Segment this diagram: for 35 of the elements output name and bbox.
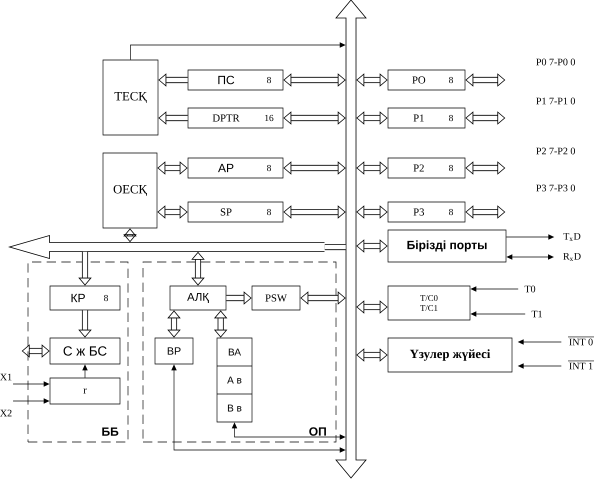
register-box: P2 8 (388, 158, 466, 178)
signal-label: P3 7-P3 0 (536, 184, 576, 192)
register-box: DPTR 16 (188, 108, 284, 128)
process-box: Үзулер жүйесі (388, 338, 512, 372)
signal-label: P0 7-P0 0 (536, 58, 576, 66)
signal-label: INT 0 (568, 336, 594, 346)
signal-label: X1 (0, 374, 12, 380)
signal-label: P2 7-P2 0 (536, 148, 576, 154)
register-box: АР 8 (188, 158, 284, 178)
register-box: P1 8 (388, 108, 466, 128)
process-box: С ж БС (50, 338, 120, 364)
signal-label: INT 1 (568, 360, 594, 370)
signal-label: R$_{x}$D (563, 253, 581, 261)
register-box: ТЕСҚ (102, 60, 158, 136)
process-box: Бірізді порты (388, 230, 506, 262)
signal-label: T1 (532, 310, 542, 318)
register-box: SP 8 (188, 202, 284, 222)
bus-line (324, 244, 346, 250)
signal-label: X2 (0, 410, 12, 416)
register-stack: ВА А в В в (216, 338, 252, 422)
register-box: PO 8 (388, 70, 466, 90)
register-box: PSW (252, 286, 300, 310)
register-box: ВР (154, 338, 194, 364)
process-box: АЛҚ (170, 286, 226, 310)
data-bus (8, 234, 325, 260)
register-box: ОЕСҚ (102, 152, 158, 228)
data-bus (335, 0, 367, 479)
register-box: ПС 8 (188, 70, 284, 90)
signal-label: T$_{x}$D (563, 233, 580, 241)
process-box: T/C0 T/C1 (388, 286, 470, 320)
register-box: КР 8 (50, 286, 120, 310)
signal-label: P1 7-P1 0 (536, 98, 576, 104)
register-box: P3 8 (388, 202, 466, 222)
signal-label: T0 (524, 286, 536, 292)
process-box: r (50, 378, 120, 404)
